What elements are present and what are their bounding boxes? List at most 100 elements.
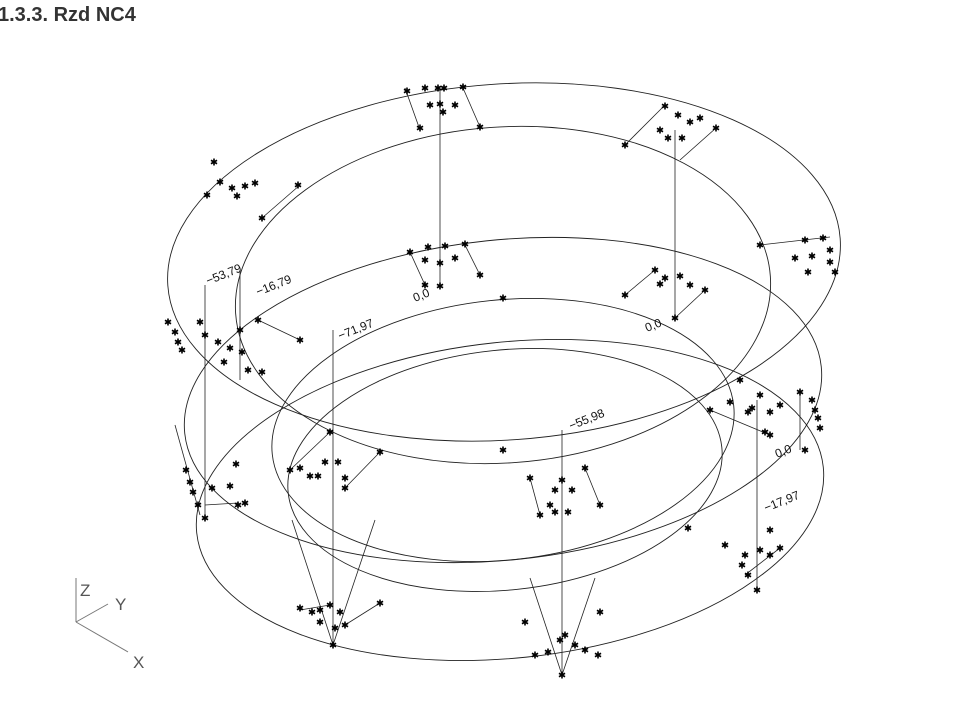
node-marker-icon [440,84,448,92]
node-marker-icon [712,124,720,132]
node-marker-icon [674,111,682,119]
node-marker-icon [436,100,444,108]
node-marker-icon [558,671,566,679]
node-marker-icon [439,108,447,116]
x-axis-line [75,621,129,653]
z-axis-label: Z [80,581,90,600]
node-marker-icon [551,486,559,494]
node-marker-icon [811,406,819,414]
node-marker-icon [744,408,752,416]
node-marker-icon [164,318,172,326]
node-marker-icon [258,214,266,222]
node-marker-icon [251,179,259,187]
node-marker-icon [551,508,559,516]
node-marker-icon [434,84,442,92]
node-marker-icon [686,118,694,126]
node-marker-icon [756,546,764,554]
y-axis-label: Y [115,595,126,614]
node-marker-icon [436,282,444,290]
node-marker-icon [656,126,664,134]
node-marker-icon [651,266,659,274]
node-marker-icon [294,181,302,189]
node-marker-icon [314,472,322,480]
node-marker-icon [194,501,202,509]
node-marker-icon [546,501,554,509]
node-marker-icon [326,428,334,436]
node-marker-icon [476,123,484,131]
node-marker-icon [220,358,228,366]
node-marker-icon [326,601,334,609]
node-marker-icon [476,271,484,279]
node-marker-icon [816,424,824,432]
node-marker-icon [171,328,179,336]
node-marker-icon [226,344,234,352]
node-marker-icon [748,404,756,412]
node-marker-icon [531,651,539,659]
node-marker-icon [244,366,252,374]
node-marker-icon [186,478,194,486]
node-marker-icon [499,294,507,302]
node-marker-icon [656,280,664,288]
node-marker-icon [594,651,602,659]
node-marker-icon [678,134,686,142]
node-marker-icon [571,641,579,649]
node-marker-icon [334,458,342,466]
node-marker-icon [826,258,834,266]
node-marker-icon [661,274,669,282]
node-marker-icon [416,124,424,132]
node-marker-icon [741,551,749,559]
node-marker-icon [234,501,242,509]
node-marker-icon [210,158,218,166]
node-marker-icon [421,256,429,264]
node-marker-icon [753,586,761,594]
node-markers [164,83,839,679]
node-marker-icon [241,499,249,507]
node-marker-icon [701,286,709,294]
node-marker-icon [766,551,774,559]
node-marker-icon [796,388,804,396]
node-marker-icon [426,101,434,109]
node-marker-icon [804,268,812,276]
node-marker-icon [819,234,827,242]
node-marker-icon [581,646,589,654]
node-marker-icon [241,182,249,190]
node-marker-icon [696,114,704,122]
node-marker-icon [331,624,339,632]
node-marker-icon [441,242,449,250]
node-marker-icon [236,326,244,334]
node-marker-icon [424,243,432,251]
y-axis-line [75,603,109,623]
node-marker-icon [721,541,729,549]
node-marker-icon [254,316,262,324]
node-marker-icon [526,474,534,482]
node-marker-icon [744,571,752,579]
node-marker-icon [329,641,337,649]
node-marker-icon [561,631,569,639]
diagram-title: 1.3.3. Rzd NC4 [0,4,136,26]
node-marker-icon [376,448,384,456]
node-marker-icon [174,338,182,346]
node-marker-icon [182,466,190,474]
lower-inner-ring [287,348,723,592]
node-marker-icon [581,464,589,472]
node-marker-icon [766,526,774,534]
node-marker-icon [726,398,734,406]
node-marker-icon [201,331,209,339]
node-marker-icon [308,608,316,616]
node-marker-icon [421,84,429,92]
node-marker-icon [238,348,246,356]
node-marker-icon [201,514,209,522]
node-marker-icon [341,474,349,482]
node-marker-icon [406,248,414,256]
node-marker-icon [214,338,222,346]
node-marker-icon [831,268,839,276]
node-marker-icon [499,446,507,454]
node-marker-icon [421,281,429,289]
node-marker-icon [621,141,629,149]
value-label: −16,79 [254,272,294,299]
node-marker-icon [341,484,349,492]
node-marker-icon [814,414,822,422]
value-label: 0,0 [411,285,432,304]
value-label: −71,97 [336,316,376,343]
